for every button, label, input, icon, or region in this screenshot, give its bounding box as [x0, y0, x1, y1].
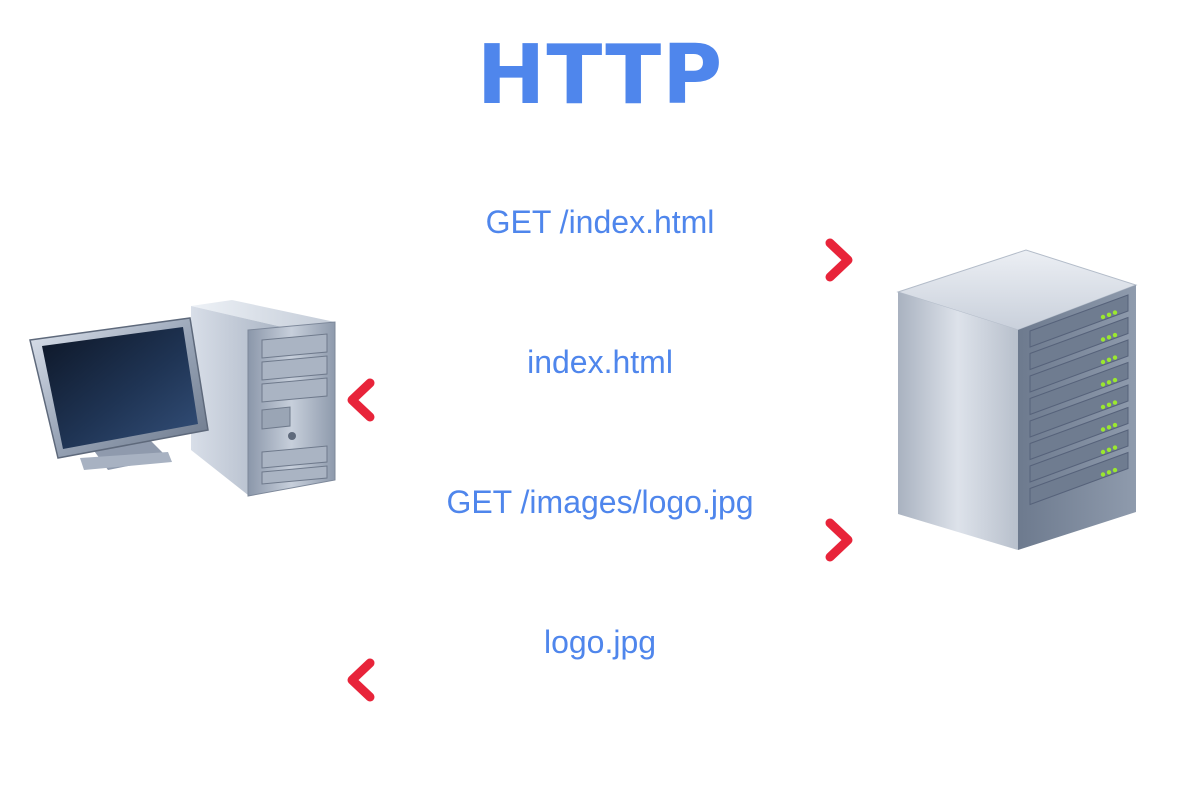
rack-unit	[1029, 316, 1129, 371]
status-led	[1106, 312, 1112, 317]
status-led	[1106, 447, 1112, 452]
message-label: index.html	[527, 344, 673, 380]
rack-unit	[1029, 451, 1129, 506]
message-2: index.html	[347, 344, 853, 422]
arrow-head-left	[347, 378, 375, 422]
status-led	[1112, 422, 1118, 428]
arrow-head-right	[825, 238, 853, 282]
status-led	[1112, 310, 1118, 315]
rack-unit	[1029, 294, 1129, 348]
status-led	[1112, 355, 1118, 360]
status-led	[1100, 427, 1106, 432]
message-1: GET /index.html	[347, 204, 853, 282]
message-label: logo.jpg	[544, 624, 656, 660]
status-led	[1100, 314, 1106, 320]
rack-unit	[1029, 384, 1129, 438]
message-label: GET /images/logo.jpg	[446, 484, 753, 520]
status-led	[1112, 445, 1118, 450]
message-3: GET /images/logo.jpg	[347, 484, 853, 562]
status-led	[1106, 380, 1112, 385]
status-led	[1112, 332, 1118, 338]
status-led	[1106, 470, 1112, 475]
rack-unit	[1029, 429, 1129, 483]
status-led	[1112, 467, 1118, 473]
status-led	[1106, 425, 1112, 430]
arrow-head-left	[347, 658, 375, 702]
status-led	[1100, 404, 1106, 410]
status-led	[1100, 337, 1106, 342]
status-led	[1112, 377, 1118, 383]
status-led	[1100, 359, 1106, 365]
message-label: GET /index.html	[486, 204, 715, 240]
rack-unit	[1029, 339, 1129, 393]
diagram-title: HTTP	[477, 28, 723, 123]
status-led	[1106, 402, 1112, 407]
status-led	[1106, 335, 1112, 340]
status-led	[1106, 357, 1112, 362]
server-rack-icon	[896, 249, 1138, 550]
arrow-head-right	[825, 518, 853, 562]
message-4: logo.jpg	[347, 624, 853, 702]
rack-unit	[1029, 361, 1129, 416]
rack-unit	[1029, 406, 1129, 461]
desktop-computer-icon	[29, 300, 336, 497]
status-led	[1100, 382, 1106, 387]
status-led	[1100, 472, 1106, 477]
status-led	[1100, 449, 1106, 455]
status-led	[1112, 400, 1118, 405]
